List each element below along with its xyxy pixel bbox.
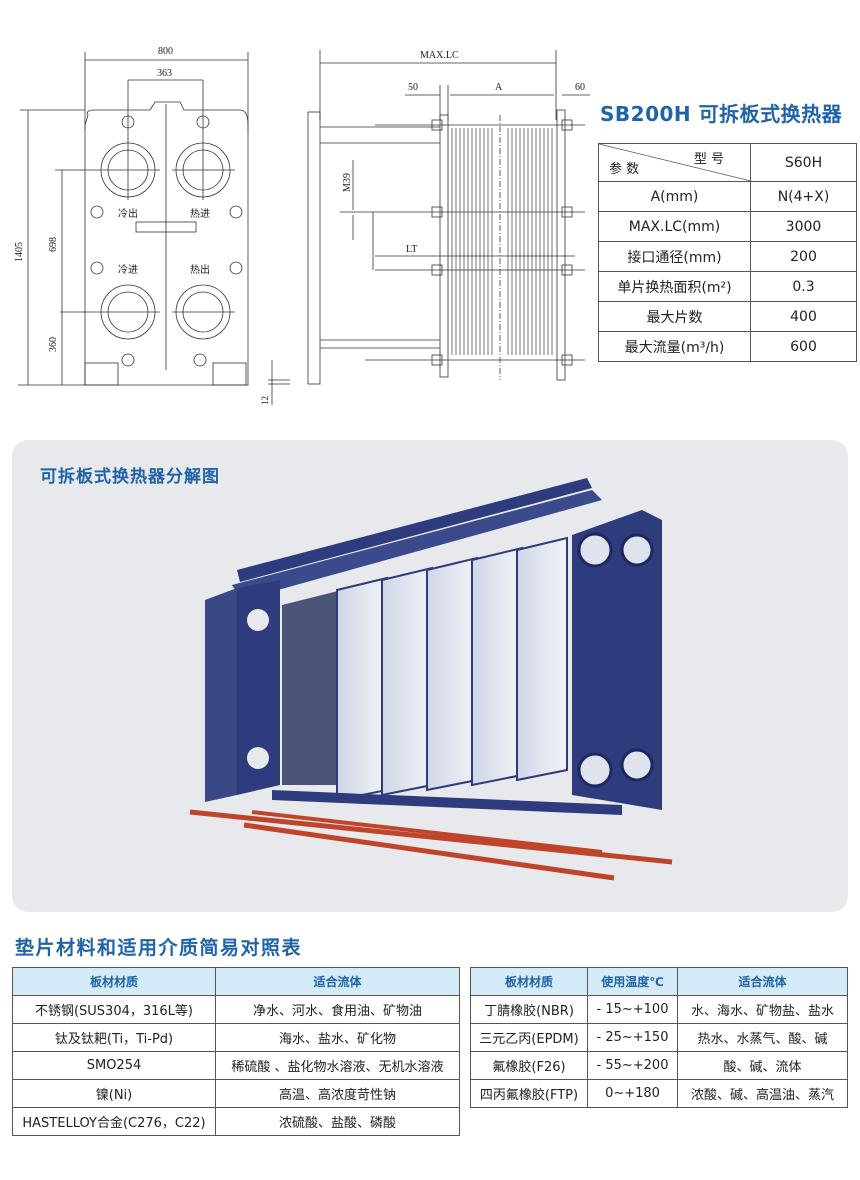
spec-row: 最大流量(m³/h)600 xyxy=(598,331,857,362)
dim-width: 800 xyxy=(158,46,173,57)
spec-param: 最大片数 xyxy=(598,301,751,332)
port-cold-in: 冷进 xyxy=(118,263,138,276)
material-cell: 丁腈橡胶(NBR) xyxy=(470,995,588,1024)
spec-param: 单片换热面积(m²) xyxy=(598,271,751,302)
column-header: 适合流体 xyxy=(215,967,460,996)
dim-m39: M39 xyxy=(342,173,353,192)
port-hot-in: 热进 xyxy=(190,207,210,220)
spec-value: 400 xyxy=(750,301,857,332)
dim-max-lc: MAX.LC xyxy=(420,50,459,61)
fluid-cell: 净水、河水、食用油、矿物油 xyxy=(215,995,460,1024)
bottom-guide-bar xyxy=(272,790,622,815)
column-header: 板材材质 xyxy=(470,967,588,996)
dim-port-vertical: 698 xyxy=(48,237,59,252)
temperature-cell: 0~+180 xyxy=(587,1079,678,1108)
side-view-drawing: MAX.LC 50 A 60 M39 LT xyxy=(307,50,590,385)
table-header-row: 板材材质适合流体 xyxy=(12,967,460,996)
fluid-cell: 浓硫酸、盐酸、磷酸 xyxy=(215,1107,460,1136)
tie-rod xyxy=(189,809,673,865)
fluid-cell: 海水、盐水、矿化物 xyxy=(215,1023,460,1052)
temperature-cell: - 55~+200 xyxy=(587,1051,678,1080)
header-model-label: 型 号 xyxy=(693,152,724,167)
material-cell: 三元乙丙(EPDM) xyxy=(470,1023,588,1052)
material-cell: HASTELLOY合金(C276，C22) xyxy=(12,1107,216,1136)
fixed-frame-plate xyxy=(205,588,237,802)
column-header: 适合流体 xyxy=(677,967,848,996)
dim-port-spacing: 363 xyxy=(157,68,172,79)
spec-value: 3000 xyxy=(750,211,857,242)
fluid-cell: 水、海水、矿物盐、盐水 xyxy=(677,995,848,1024)
spec-row: 接口通径(mm)200 xyxy=(598,241,857,272)
plate-pack xyxy=(282,590,342,785)
spec-value: 600 xyxy=(750,331,857,362)
column-header: 板材材质 xyxy=(12,967,216,996)
material-cell: 四丙氟橡胶(FTP) xyxy=(470,1079,588,1108)
dim-a: A xyxy=(495,82,503,93)
spec-param: MAX.LC(mm) xyxy=(598,211,751,242)
material-cell: 钛及钛耙(Ti，Ti-Pd) xyxy=(12,1023,216,1052)
tie-rod xyxy=(251,810,603,854)
fluid-cell: 高温、高浓度苛性钠 xyxy=(215,1079,460,1108)
diagonal-line xyxy=(599,144,751,181)
spec-param: 最大流量(m³/h) xyxy=(598,331,751,362)
front-view-drawing: 800 363 冷出 热进 冷进 热出 1405 698 360 12 xyxy=(14,46,290,405)
spec-value: 200 xyxy=(750,241,857,272)
dim-60: 60 xyxy=(575,82,585,93)
table-row: 钛及钛耙(Ti，Ti-Pd)海水、盐水、矿化物 xyxy=(12,1023,460,1052)
material-cell: 氟橡胶(F26) xyxy=(470,1051,588,1080)
spec-row: MAX.LC(mm)3000 xyxy=(598,211,857,242)
fluid-cell: 浓酸、碱、高温油、蒸汽 xyxy=(677,1079,848,1108)
materials-title: 垫片材料和适用介质简易对照表 xyxy=(15,937,303,959)
dim-height: 1405 xyxy=(14,242,25,262)
fluid-cell: 热水、水蒸气、酸、碱 xyxy=(677,1023,848,1052)
spec-row: 单片换热面积(m²)0.3 xyxy=(598,271,857,302)
header-param-label: 参 数 xyxy=(609,162,640,177)
port-cold-out: 冷出 xyxy=(118,207,138,220)
dim-bottom: 360 xyxy=(48,337,59,352)
spec-row: A(mm)N(4+X) xyxy=(598,181,857,212)
model-name: S60H xyxy=(750,143,857,182)
spec-value: N(4+X) xyxy=(750,181,857,212)
column-header: 使用温度℃ xyxy=(587,967,678,996)
table-row: 不锈钢(SUS304，316L等)净水、河水、食用油、矿物油 xyxy=(12,995,460,1024)
heat-transfer-plates xyxy=(336,536,568,802)
material-cell: 镍(Ni) xyxy=(12,1079,216,1108)
temperature-cell: - 15~+100 xyxy=(587,995,678,1024)
material-cell: SMO254 xyxy=(12,1051,216,1080)
spec-param: 接口通径(mm) xyxy=(598,241,751,272)
material-cell: 不锈钢(SUS304，316L等) xyxy=(12,995,216,1024)
spec-value: 0.3 xyxy=(750,271,857,302)
movable-pressure-plate xyxy=(572,510,662,810)
spec-param: A(mm) xyxy=(598,181,751,212)
table-row: HASTELLOY合金(C276，C22)浓硫酸、盐酸、磷酸 xyxy=(12,1107,460,1136)
spec-header-diagonal-cell: 型 号 参 数 xyxy=(598,143,751,182)
spec-table: 型 号 参 数 S60H A(mm)N(4+X) MAX.LC(mm)3000 … xyxy=(598,143,857,362)
table-row: 镍(Ni)高温、高浓度苛性钠 xyxy=(12,1079,460,1108)
exploded-view-title: 可拆板式换热器分解图 xyxy=(40,467,220,487)
spec-header-row: 型 号 参 数 S60H xyxy=(598,143,857,182)
exploded-view-panel xyxy=(12,440,848,912)
tie-rod xyxy=(243,822,615,881)
fluid-cell: 酸、碱、流体 xyxy=(677,1051,848,1080)
dim-foot: 12 xyxy=(260,396,270,405)
fluid-cell: 稀硫酸 、盐化物水溶液、无机水溶液 xyxy=(215,1051,460,1080)
port-hot-out: 热出 xyxy=(190,263,210,276)
dim-lt: LT xyxy=(406,244,417,255)
exploded-view-illustration xyxy=(189,478,673,881)
spec-title: SB200H 可拆板式换热器 xyxy=(600,102,843,126)
dim-50: 50 xyxy=(408,82,418,93)
temperature-cell: - 25~+150 xyxy=(587,1023,678,1052)
top-guide-bar xyxy=(232,490,602,600)
plate-material-table: 板材材质适合流体 不锈钢(SUS304，316L等)净水、河水、食用油、矿物油 … xyxy=(12,967,460,1136)
